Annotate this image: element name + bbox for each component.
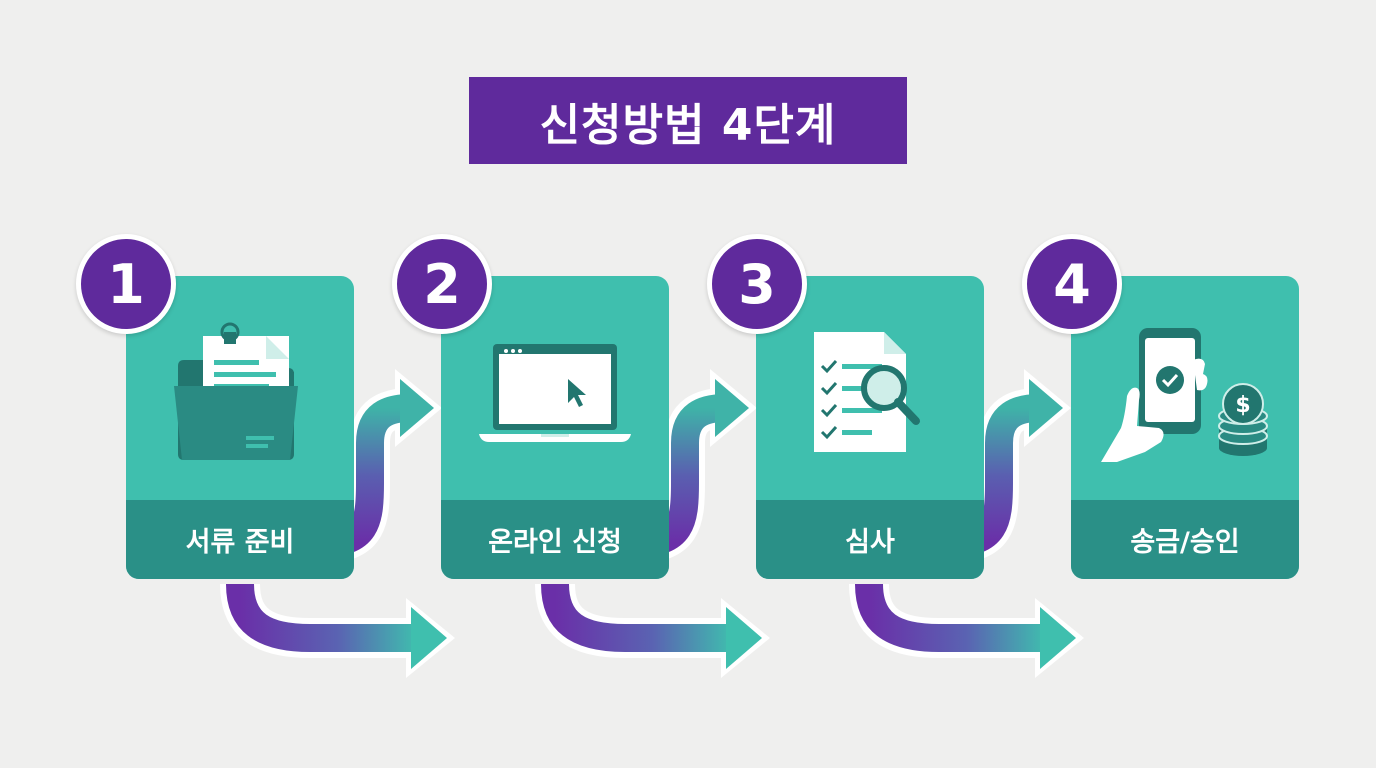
arrow-down-1 bbox=[240, 584, 455, 678]
step-card-3: 심사 bbox=[756, 276, 984, 579]
step-label-2: 온라인 신청 bbox=[441, 500, 669, 579]
svg-text:$: $ bbox=[1235, 393, 1250, 418]
step-card-2: 온라인 신청 bbox=[441, 276, 669, 579]
step-number-badge-3: 3 bbox=[707, 234, 807, 334]
step-card-4: $ 송금/승인 bbox=[1071, 276, 1299, 579]
step-label-4: 송금/승인 bbox=[1071, 500, 1299, 579]
laptop-cursor-icon bbox=[479, 344, 631, 442]
coin-stack: $ bbox=[1218, 383, 1268, 456]
arrow-down-2 bbox=[555, 584, 770, 678]
document-folder-icon bbox=[174, 322, 298, 460]
step-number-badge-4: 4 bbox=[1022, 234, 1122, 334]
page-title: 신청방법 4단계 bbox=[469, 77, 907, 164]
step-number-badge-2: 2 bbox=[392, 234, 492, 334]
step-number-badge-1: 1 bbox=[76, 234, 176, 334]
phone-payment-icon: $ bbox=[1101, 328, 1268, 462]
step-label-3: 심사 bbox=[756, 500, 984, 579]
checklist-magnifier-icon bbox=[814, 332, 920, 452]
step-label-1: 서류 준비 bbox=[126, 500, 354, 579]
arrow-down-3 bbox=[869, 584, 1084, 678]
step-card-1: 서류 준비 bbox=[126, 276, 354, 579]
